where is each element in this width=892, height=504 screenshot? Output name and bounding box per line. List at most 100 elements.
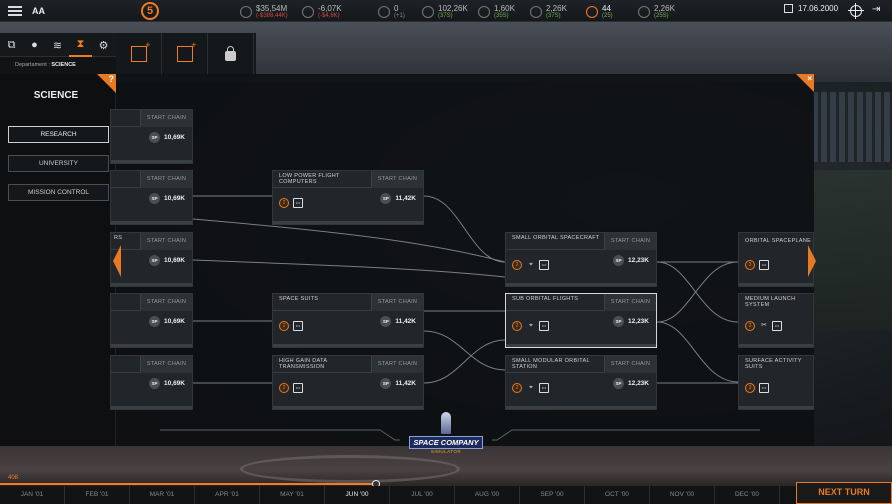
start-chain-button[interactable]: START CHAIN <box>140 356 192 373</box>
tab-communications-icon[interactable]: ⧉ <box>7 38 16 51</box>
game-date[interactable]: 17.06.2000 <box>784 4 838 13</box>
start-chain-button[interactable]: START CHAIN <box>371 171 423 188</box>
next-turn-button[interactable]: NEXT TURN <box>796 482 892 504</box>
tree-node-orbital-spaceplane[interactable]: ORBITAL SPACEPLANE 3 ••• <box>738 232 814 287</box>
science-points-icon: SP <box>613 255 625 266</box>
tree-node-low-power-flight-computers[interactable]: LOW POWER FLIGHT COMPUTERS START CHAIN 2… <box>272 170 424 225</box>
start-chain-button[interactable]: START CHAIN <box>371 356 423 373</box>
income-icon <box>302 6 314 18</box>
chat-icon: ••• <box>759 383 769 393</box>
tier-badge: 3 <box>745 321 755 331</box>
start-chain-button[interactable]: START CHAIN <box>371 294 423 311</box>
money-delta: (-$388,44K) <box>256 12 288 19</box>
crosshair-icon: ⌖ <box>529 322 533 329</box>
stat-parts[interactable]: 2,26K(25S) <box>638 3 675 21</box>
stat-income[interactable]: -6,07K(-$4,6K) <box>302 3 342 21</box>
stat-storage[interactable]: 2,26K(37S) <box>530 3 567 21</box>
tree-node-small-modular-orbital-station[interactable]: SMALL MODULAR ORBITAL STATION START CHAI… <box>505 355 657 410</box>
month-apr[interactable]: APR '01 <box>195 486 260 504</box>
scroll-left-arrow[interactable] <box>113 245 121 277</box>
chat-icon: ••• <box>293 198 303 208</box>
month-jan[interactable]: JAN '01 <box>0 486 65 504</box>
month-jun[interactable]: JUN '00 <box>325 486 390 504</box>
science-points-icon: SP <box>149 316 161 327</box>
month-oct[interactable]: OCT '00 <box>585 486 650 504</box>
month-mar[interactable]: MAR '01 <box>130 486 195 504</box>
stat-research[interactable]: 102,26K(37S) <box>422 3 468 21</box>
university-button[interactable]: UNIVERSITY <box>8 155 109 172</box>
chat-icon: ••• <box>759 260 769 270</box>
tree-node-small-orbital-spacecraft[interactable]: SMALL ORBITAL SPACECRAFT START CHAIN 2 ⌖… <box>505 232 657 287</box>
start-chain-button[interactable]: START CHAIN <box>604 356 656 373</box>
start-chain-button[interactable]: START CHAIN <box>604 294 656 311</box>
money-value: $35,54M <box>256 3 288 13</box>
start-chain-button[interactable]: START CHAIN <box>140 233 192 250</box>
stat-fans[interactable]: 1,60K(35S) <box>478 3 515 21</box>
month-jul[interactable]: JUL '00 <box>390 486 455 504</box>
start-chain-button[interactable]: START CHAIN <box>140 171 192 188</box>
stat-time[interactable]: 44(25) <box>586 3 613 21</box>
background-road <box>240 455 460 483</box>
start-chain-button[interactable]: START CHAIN <box>140 110 192 127</box>
timeline-progress <box>0 483 380 485</box>
hire-manager-button[interactable] <box>162 33 208 75</box>
tier-badge: 2 <box>512 383 522 393</box>
tree-node-high-gain-data-transmission[interactable]: HIGH GAIN DATA TRANSMISSION START CHAIN … <box>272 355 424 410</box>
level-badge[interactable]: 5 <box>141 2 159 20</box>
tree-node-medium-launch-system[interactable]: MEDIUM LAUNCH SYSTEM 3 ✂••• <box>738 293 814 348</box>
month-dec[interactable]: DEC '00 <box>715 486 780 504</box>
menu-icon[interactable] <box>8 4 22 18</box>
crosshair-icon[interactable] <box>848 3 864 19</box>
stat-personnel[interactable]: 0(+1) <box>378 3 405 21</box>
tab-settings-icon[interactable]: ⚙ <box>98 39 109 52</box>
month-aug[interactable]: AUG '00 <box>455 486 520 504</box>
mission-control-button[interactable]: MISSION CONTROL <box>8 184 109 201</box>
node-cost-value: 10,69K <box>164 257 185 264</box>
company-name: AA <box>32 5 45 16</box>
science-points-icon: SP <box>380 316 392 327</box>
stat-money[interactable]: $35,54M(-$388,44K) <box>240 3 288 21</box>
research-tree-canvas[interactable] <box>116 74 814 446</box>
department-toolbar <box>116 33 256 75</box>
tab-science-icon[interactable]: ⧗ <box>69 33 92 57</box>
month-may[interactable]: MAY '01 <box>260 486 325 504</box>
scroll-right-arrow[interactable] <box>808 245 816 277</box>
department-caption: Departament : SCIENCE <box>0 57 116 74</box>
month-feb[interactable]: FEB '01 <box>65 486 130 504</box>
month-sep[interactable]: SEP '00 <box>520 486 585 504</box>
tree-node-surface-activity-suits[interactable]: SURFACE ACTIVITY SUITS 3 ••• <box>738 355 814 410</box>
timeline-bar: JAN '01 FEB '01 MAR '01 APR '01 MAY '01 … <box>0 486 892 504</box>
tree-node-sub-orbital-flights[interactable]: SUB ORBITAL FLIGHTS START CHAIN 2 ⌖••• S… <box>505 293 657 348</box>
month-nov[interactable]: NOV '00 <box>650 486 715 504</box>
science-points-icon: SP <box>613 316 625 327</box>
tab-finance-icon[interactable]: ≋ <box>52 39 63 52</box>
tier-badge: 3 <box>745 383 755 393</box>
research-button[interactable]: RESEARCH <box>8 126 109 143</box>
department-caption-label: Departament : <box>15 62 50 68</box>
start-chain-button[interactable]: START CHAIN <box>604 233 656 250</box>
tier-badge: 3 <box>745 260 755 270</box>
tab-personnel-icon[interactable]: ● <box>31 39 38 51</box>
gear-icon <box>638 6 650 18</box>
add-person-icon <box>130 40 151 62</box>
tools-icon: ✂ <box>761 322 767 329</box>
hire-researcher-button[interactable] <box>116 33 162 75</box>
locked-button[interactable] <box>208 33 254 75</box>
time-delta: (25) <box>602 12 613 19</box>
turn-counter: 408 <box>8 475 19 481</box>
node-cost-value: 11,42K <box>395 318 416 325</box>
crosshair-icon: ⌖ <box>529 261 533 268</box>
start-chain-button[interactable]: START CHAIN <box>140 294 192 311</box>
calendar-icon <box>784 4 793 13</box>
exit-icon[interactable]: ⇥ <box>872 4 881 15</box>
